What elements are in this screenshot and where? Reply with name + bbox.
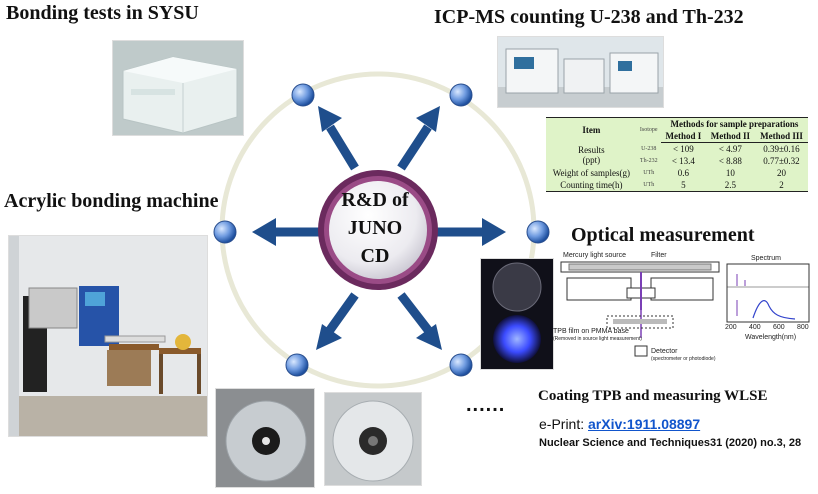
- table-cell: 0.39±0.16: [763, 144, 800, 154]
- label-mercury-source: Mercury light source: [563, 252, 627, 259]
- table-cell: UTh: [636, 179, 661, 192]
- disc-photo-left: [215, 388, 315, 488]
- center-label-line: JUNO: [347, 217, 403, 239]
- table-row: Results(ppt) U-238 < 109 < 4.97 0.39±0.1…: [546, 143, 808, 165]
- table-col-item: Item: [546, 117, 637, 143]
- arrow-up-left: [326, 124, 359, 171]
- ellipsis: ......: [466, 394, 506, 416]
- table-cell-time: Counting time(h): [546, 179, 637, 192]
- table-col-method3: Method III: [754, 130, 808, 143]
- label-detector: Detector: [651, 348, 678, 355]
- table-cell-u238: U-238: [641, 145, 657, 152]
- table-cell: UTh: [643, 170, 655, 176]
- table-cell-th232: Th-232: [639, 158, 658, 164]
- optical-schematic: Mercury light source Filter Spectrum TPB…: [553, 250, 812, 368]
- arrow-down-right: [397, 292, 432, 333]
- table-cell: 0.6: [677, 168, 689, 178]
- tpb-glow-photo: [480, 258, 554, 370]
- table-row: Th-232 < 13.4 < 8.88 0.77±0.32: [546, 155, 808, 167]
- table-cell: < 109: [672, 144, 694, 154]
- ring-node: [291, 83, 315, 107]
- center-label-line: R&D of: [341, 189, 409, 211]
- ring-node: [285, 353, 309, 377]
- spectrum-x-tick: 200: [725, 324, 737, 331]
- table-col-method2: Method II: [705, 130, 755, 143]
- arrows: [275, 124, 484, 333]
- table-col-isotope: Isotope: [636, 117, 661, 143]
- table-row: Counting time(h) UTh 5 2.5 2: [546, 179, 808, 192]
- eprint-citation: e-Print: arXiv:1911.08897: [539, 416, 700, 432]
- table-cell: 2.5: [705, 179, 755, 192]
- spectrum-x-tick: 400: [749, 324, 761, 331]
- heading-optical: Optical measurement: [571, 224, 755, 246]
- bonding-machine-photo: [8, 235, 208, 437]
- table-cell: 0.77±0.32: [763, 156, 800, 166]
- table-cell: < 4.97: [718, 144, 742, 154]
- ring-nodes: [213, 83, 550, 377]
- center-badge-inner: [329, 181, 427, 279]
- table-methods-header: Methods for sample preparations: [660, 117, 808, 130]
- table-cell: < 8.88: [718, 156, 742, 166]
- label-tpb-sub: (Removed in source light measurement): [553, 336, 642, 342]
- table-cell: 20: [776, 168, 786, 178]
- ring-node: [449, 353, 473, 377]
- table-cell: 10: [725, 168, 735, 178]
- heading-icpms: ICP-MS counting U-238 and Th-232: [434, 6, 744, 28]
- spectrum-x-tick: 800: [797, 324, 809, 331]
- icpms-results-table: Item Isotope Methods for sample preparat…: [546, 117, 808, 192]
- label-detector-sub: (spectrometer or photodiode): [651, 356, 716, 362]
- label-tpb-film: TPB film on PMMA base: [553, 328, 629, 335]
- heading-bonding-machine: Acrylic bonding machine: [4, 190, 219, 212]
- arrow-down-left: [326, 292, 359, 333]
- eprint-prefix: e-Print:: [539, 416, 589, 432]
- table-cell-results: Results(ppt): [578, 144, 605, 165]
- center-label-line: CD: [360, 245, 390, 267]
- table-cell: 2: [754, 179, 808, 192]
- ring-node: [449, 83, 473, 107]
- spectrum-x-label: Wavelength(nm): [745, 334, 797, 341]
- arrow-up-right: [397, 124, 432, 171]
- center-label: R&D of JUNO CD: [325, 178, 425, 274]
- table-col-method1: Method I: [660, 130, 706, 143]
- table-cell: 5: [660, 179, 706, 192]
- heading-bonding-tests: Bonding tests in SYSU: [6, 2, 199, 24]
- ring-node: [213, 220, 237, 244]
- disc-photo-right: [324, 392, 422, 486]
- spectrum-x-tick: 600: [773, 324, 785, 331]
- table-cell-weight: Weight of samples(g): [552, 168, 630, 178]
- icpms-instrument-photo: [497, 36, 664, 108]
- label-filter: Filter: [651, 252, 667, 259]
- acrylic-block-photo: [112, 40, 244, 136]
- table-cell: < 13.4: [671, 156, 695, 166]
- label-spectrum: Spectrum: [751, 255, 781, 262]
- ring-node: [526, 220, 550, 244]
- arxiv-link[interactable]: arXiv:1911.08897: [588, 416, 701, 432]
- heading-coating: Coating TPB and measuring WLSE: [538, 388, 768, 404]
- table-row: Weight of samples(g) UTh 0.6 10 20: [546, 167, 808, 179]
- journal-reference: Nuclear Science and Techniques31 (2020) …: [539, 437, 802, 449]
